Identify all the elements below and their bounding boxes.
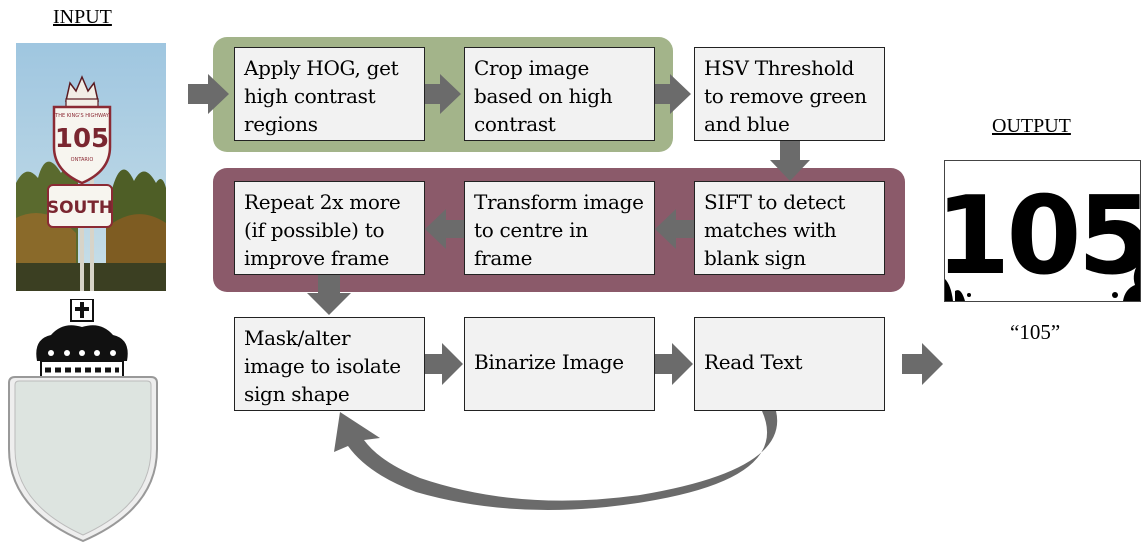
arrow-transform-to-repeat <box>425 209 464 249</box>
blank-sign-template <box>8 299 158 543</box>
arrow-sift-to-transform <box>655 209 694 249</box>
step-binarize: Binarize Image <box>464 317 655 411</box>
output-binarized-image: 105 <box>944 160 1141 302</box>
arrow-binarize-to-read <box>655 343 693 385</box>
input-sign-route: 105 <box>55 124 109 154</box>
arrow-input-to-hog <box>188 74 229 114</box>
output-label: OUTPUT <box>992 115 1071 137</box>
arrow-repeat-to-mask <box>307 275 351 315</box>
input-sign-top-text: THE KING'S HIGHWAY <box>54 113 110 119</box>
step-read-text: Read Text <box>694 317 885 411</box>
arrow-hog-to-crop <box>425 74 461 114</box>
arrow-crop-to-hsv <box>655 74 691 114</box>
arrow-read-to-output <box>902 343 943 385</box>
step-transform: Transform image to centre in frame <box>464 181 655 275</box>
input-label: INPUT <box>53 6 112 28</box>
step-crop-image: Crop image based on high contrast <box>464 47 655 141</box>
step-hsv-threshold: HSV Threshold to remove green and blue <box>694 47 885 141</box>
step-repeat: Repeat 2x more (if possible) to improve … <box>234 181 425 275</box>
step-sift: SIFT to detect matches with blank sign <box>694 181 885 275</box>
arrow-mask-to-binarize <box>425 343 463 385</box>
input-sign-direction: SOUTH <box>47 198 113 218</box>
step-mask: Mask/alter image to isolate sign shape <box>234 317 425 411</box>
output-image-text: 105 <box>945 174 1140 299</box>
arrow-feedback-curve <box>334 411 778 510</box>
output-quote: “105” <box>1010 320 1061 344</box>
input-sign-bottom-text: ONTARIO <box>71 157 94 163</box>
step-apply-hog: Apply HOG, get high contrast regions <box>234 47 425 141</box>
input-photo: THE KING'S HIGHWAY 105 ONTARIO SOUTH <box>16 43 166 291</box>
arrow-hsv-to-sift <box>770 141 810 181</box>
